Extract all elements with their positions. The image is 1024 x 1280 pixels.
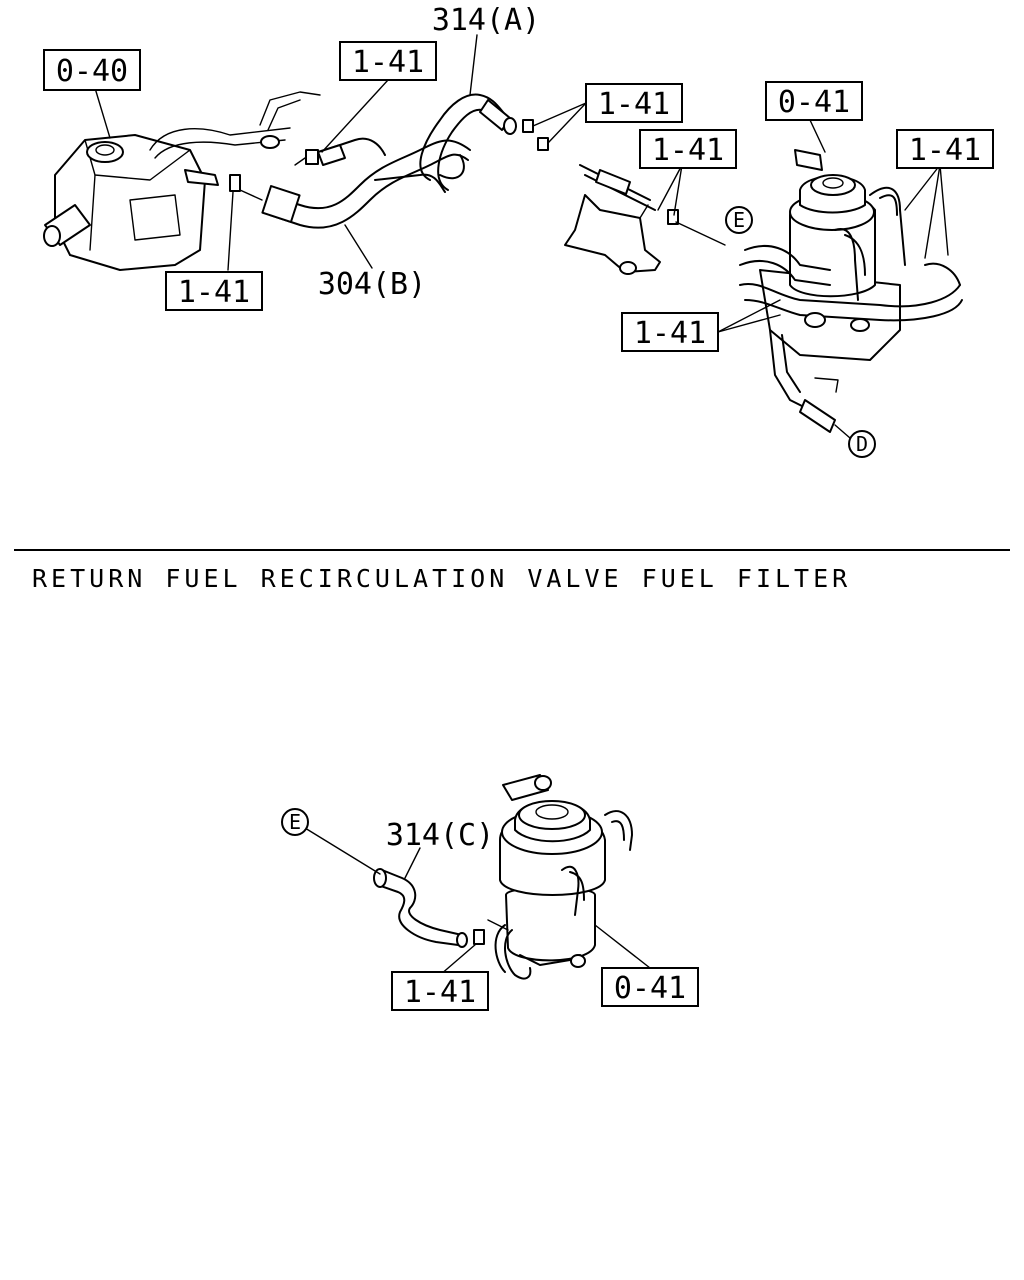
fuel-filter-bottom-drawing: [487, 774, 633, 980]
section-caption: RETURN FUEL RECIRCULATION VALVE FUEL FIL…: [32, 564, 851, 593]
hose-314c-drawing: [373, 868, 468, 948]
circle-label-e-top: E: [725, 206, 753, 234]
label-0-40-text: 0-40: [56, 54, 128, 89]
circle-label-e-bottom-text: E: [289, 810, 301, 834]
label-1-41-f: 1-41: [621, 312, 719, 352]
leader-lines-bottom: [304, 827, 651, 976]
circle-label-e-bottom: E: [281, 808, 309, 836]
label-1-41-c-text: 1-41: [652, 133, 724, 168]
label-1-41-bottom: 1-41: [391, 971, 489, 1011]
label-1-41-bottom-text: 1-41: [404, 975, 476, 1010]
clip-1-41-bottom-drawing: [473, 929, 485, 945]
label-1-41-b: 1-41: [585, 83, 683, 123]
hose-304b-drawing: [261, 139, 471, 229]
circle-label-d: D: [848, 430, 876, 458]
circle-label-e-top-text: E: [733, 208, 745, 232]
label-1-41-a-text: 1-41: [352, 45, 424, 80]
label-1-41-a: 1-41: [339, 41, 437, 81]
label-1-41-d-text: 1-41: [909, 133, 981, 168]
label-314c: 314(C): [386, 818, 494, 853]
label-314a: 314(A): [432, 3, 540, 38]
leader-lines-top: [94, 34, 949, 333]
label-1-41-f-text: 1-41: [634, 316, 706, 351]
label-314c-text: 314(C): [386, 818, 494, 853]
fuel-pump-drawing: [43, 91, 321, 271]
label-1-41-b-text: 1-41: [598, 87, 670, 122]
label-1-41-c: 1-41: [639, 129, 737, 169]
circle-label-d-text: D: [856, 432, 868, 456]
label-1-41-e-text: 1-41: [178, 275, 250, 310]
label-0-40: 0-40: [43, 49, 141, 91]
label-304b-text: 304(B): [318, 267, 426, 302]
label-304b: 304(B): [318, 267, 426, 302]
label-0-41-bottom-text: 0-41: [614, 971, 686, 1006]
label-1-41-e: 1-41: [165, 271, 263, 311]
label-314a-text: 314(A): [432, 3, 540, 38]
label-0-41-bottom: 0-41: [601, 967, 699, 1007]
label-1-41-d: 1-41: [896, 129, 994, 169]
label-0-41-top: 0-41: [765, 81, 863, 121]
label-0-41-top-text: 0-41: [778, 85, 850, 120]
fuel-filter-top-drawing: [675, 149, 963, 439]
bracket-drawing: [564, 164, 661, 275]
clip-1-41-drawings: [229, 119, 679, 225]
